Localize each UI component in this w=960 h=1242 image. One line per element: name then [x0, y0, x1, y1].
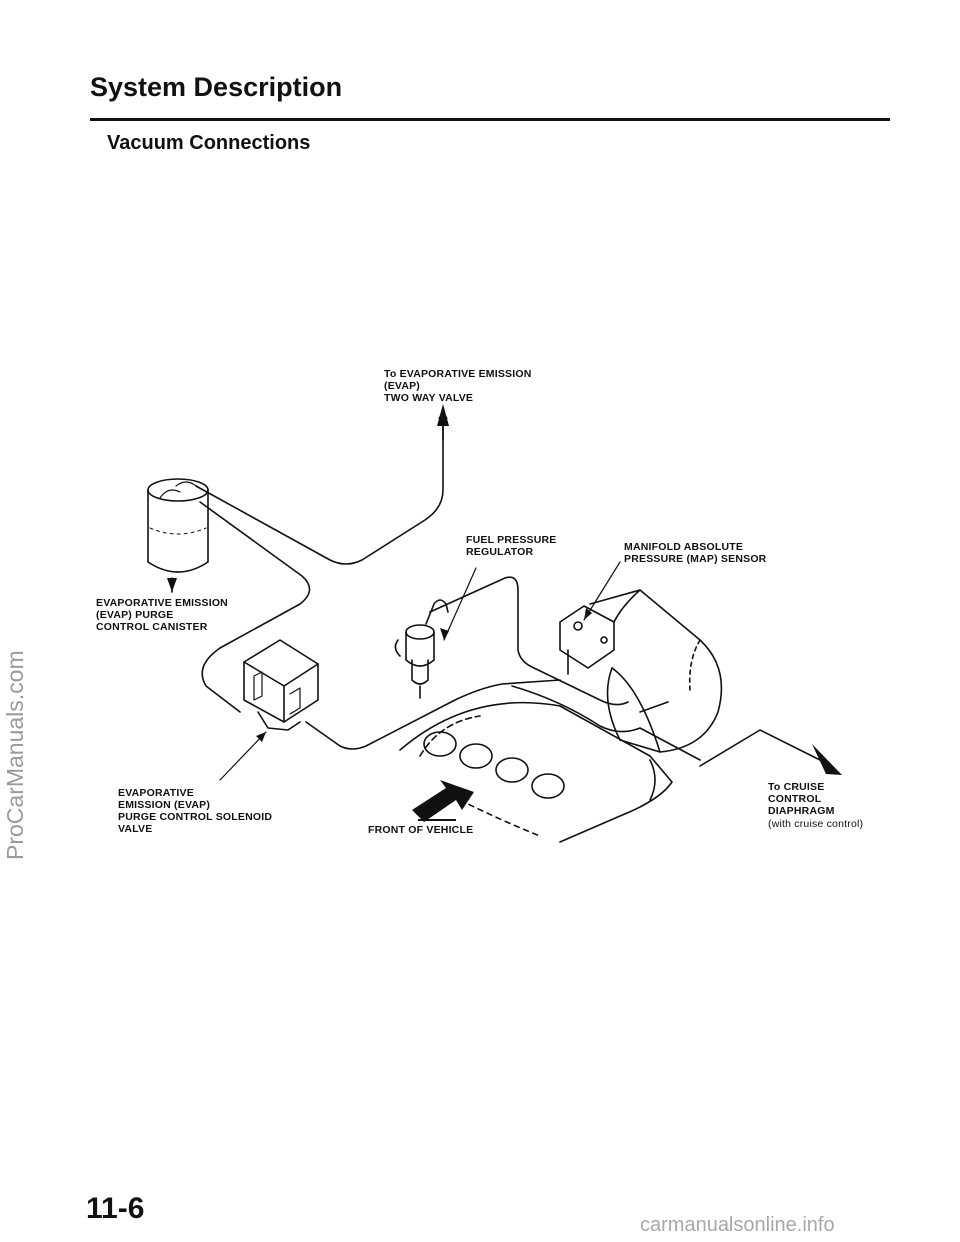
title-rule — [90, 118, 890, 121]
purge-solenoid-label: EVAPORATIVE EMISSION (EVAP) PURGE CONTRO… — [118, 787, 273, 835]
bottom-watermark: carmanualsonline.info — [640, 1214, 835, 1236]
map-sensor — [559, 605, 615, 675]
cruise-note-label: (with cruise control) — [768, 818, 864, 830]
map-sensor-label: MANIFOLD ABSOLUTE PRESSURE (MAP) SENSOR — [624, 541, 767, 565]
intake-manifold — [399, 701, 673, 843]
two-way-valve-label: To EVAPORATIVE EMISSION (EVAP) TWO WAY V… — [384, 368, 532, 404]
cruise-arrow — [812, 744, 842, 775]
purge-solenoid-valve — [243, 639, 319, 731]
vacuum-hoses — [195, 419, 821, 767]
intake-plenum — [589, 589, 723, 753]
section-title: Vacuum Connections — [107, 132, 311, 154]
front-of-vehicle-label: FRONT OF VEHICLE — [368, 824, 474, 836]
cruise-diaphragm-label: To CRUISE CONTROL DIAPHRAGM — [768, 781, 835, 817]
leader-arrowheads — [167, 404, 592, 742]
page-title: System Description — [90, 72, 343, 102]
fuel-pressure-regulator-label: FUEL PRESSURE REGULATOR — [466, 534, 557, 558]
page-number: 11-6 — [86, 1192, 145, 1225]
purge-canister — [147, 478, 209, 593]
front-of-vehicle-arrow — [412, 780, 474, 822]
leader-lines — [219, 561, 621, 781]
fuel-pressure-regulator — [394, 599, 449, 699]
purge-canister-label: EVAPORATIVE EMISSION (EVAP) PURGE CONTRO… — [96, 597, 228, 633]
